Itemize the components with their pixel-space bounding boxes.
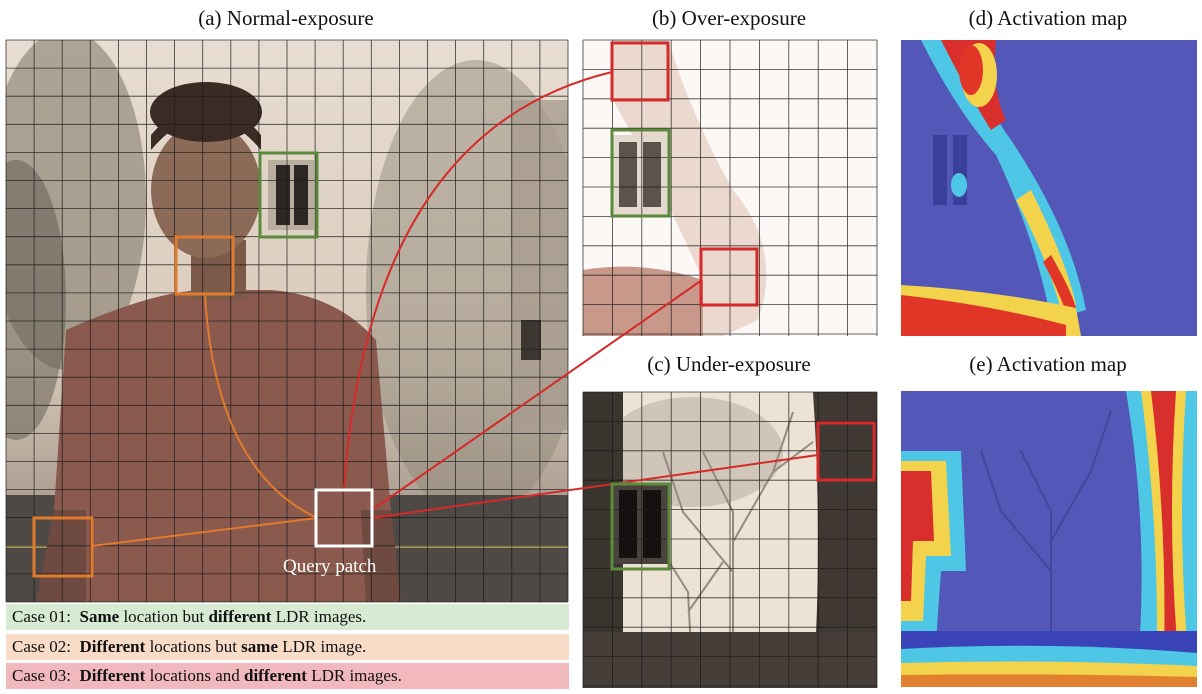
case02-link-torso (204, 293, 318, 519)
case03-link-over (371, 279, 703, 511)
case-text-part: locations and (145, 666, 244, 685)
arm-box-under (816, 421, 876, 482)
case01-link-under (371, 454, 819, 519)
case-text-part: LDR images. (271, 607, 367, 626)
activation-heatmap-e (901, 391, 1197, 687)
under-exposure-image (583, 392, 877, 688)
case-text-part: location but (119, 607, 209, 626)
case-text-part: LDR images. (306, 666, 402, 685)
title-over-exposure: (b) Over-exposure (651, 6, 807, 30)
query-patch-box (314, 488, 374, 548)
case02-link-arm (91, 517, 318, 547)
title-under-exposure: (c) Under-exposure (647, 352, 811, 376)
window-box-under (610, 482, 671, 571)
title-normal-exposure: (a) Normal-exposure (198, 6, 374, 30)
arm-box (32, 516, 94, 578)
torso-box (174, 235, 235, 296)
case-text-part: Different (79, 666, 146, 685)
case-text-part: LDR image. (278, 637, 367, 656)
case-text-part: different (208, 607, 272, 626)
case-text-part: different (243, 666, 307, 685)
window-box-normal (258, 151, 319, 239)
patch-grid-over (582, 39, 878, 336)
title-activation-map-d: (d) Activation map (968, 6, 1128, 30)
case-prefix: Case 02: (12, 637, 80, 656)
activation-map-e (901, 391, 1197, 687)
case01-link-over (343, 71, 613, 489)
under-exposure-scene (583, 392, 877, 688)
arm-top-box-over (610, 41, 670, 102)
case-text-part: Different (79, 637, 146, 656)
case-02-row: Case 02: Different locations but same LD… (6, 634, 569, 660)
case-prefix: Case 03: (12, 666, 80, 685)
activation-map-d (901, 40, 1197, 336)
patch-grid-under (582, 391, 878, 688)
patch-grid-normal (5, 39, 569, 603)
case-03-row: Case 03: Different locations and differe… (6, 663, 569, 689)
title-activation-map-e: (e) Activation map (969, 352, 1127, 376)
case-text-part: Same (79, 607, 120, 626)
query-patch-label: Query patch (283, 556, 377, 577)
case-text-part: same (241, 637, 278, 656)
case-prefix: Case 01: (12, 607, 80, 626)
case-01-row: Case 01: Same location but different LDR… (6, 604, 569, 630)
activation-heatmap-d (901, 40, 1197, 336)
case-text-part: locations but (145, 637, 242, 656)
elbow-box-over (699, 247, 759, 307)
window-box-over (610, 128, 671, 218)
